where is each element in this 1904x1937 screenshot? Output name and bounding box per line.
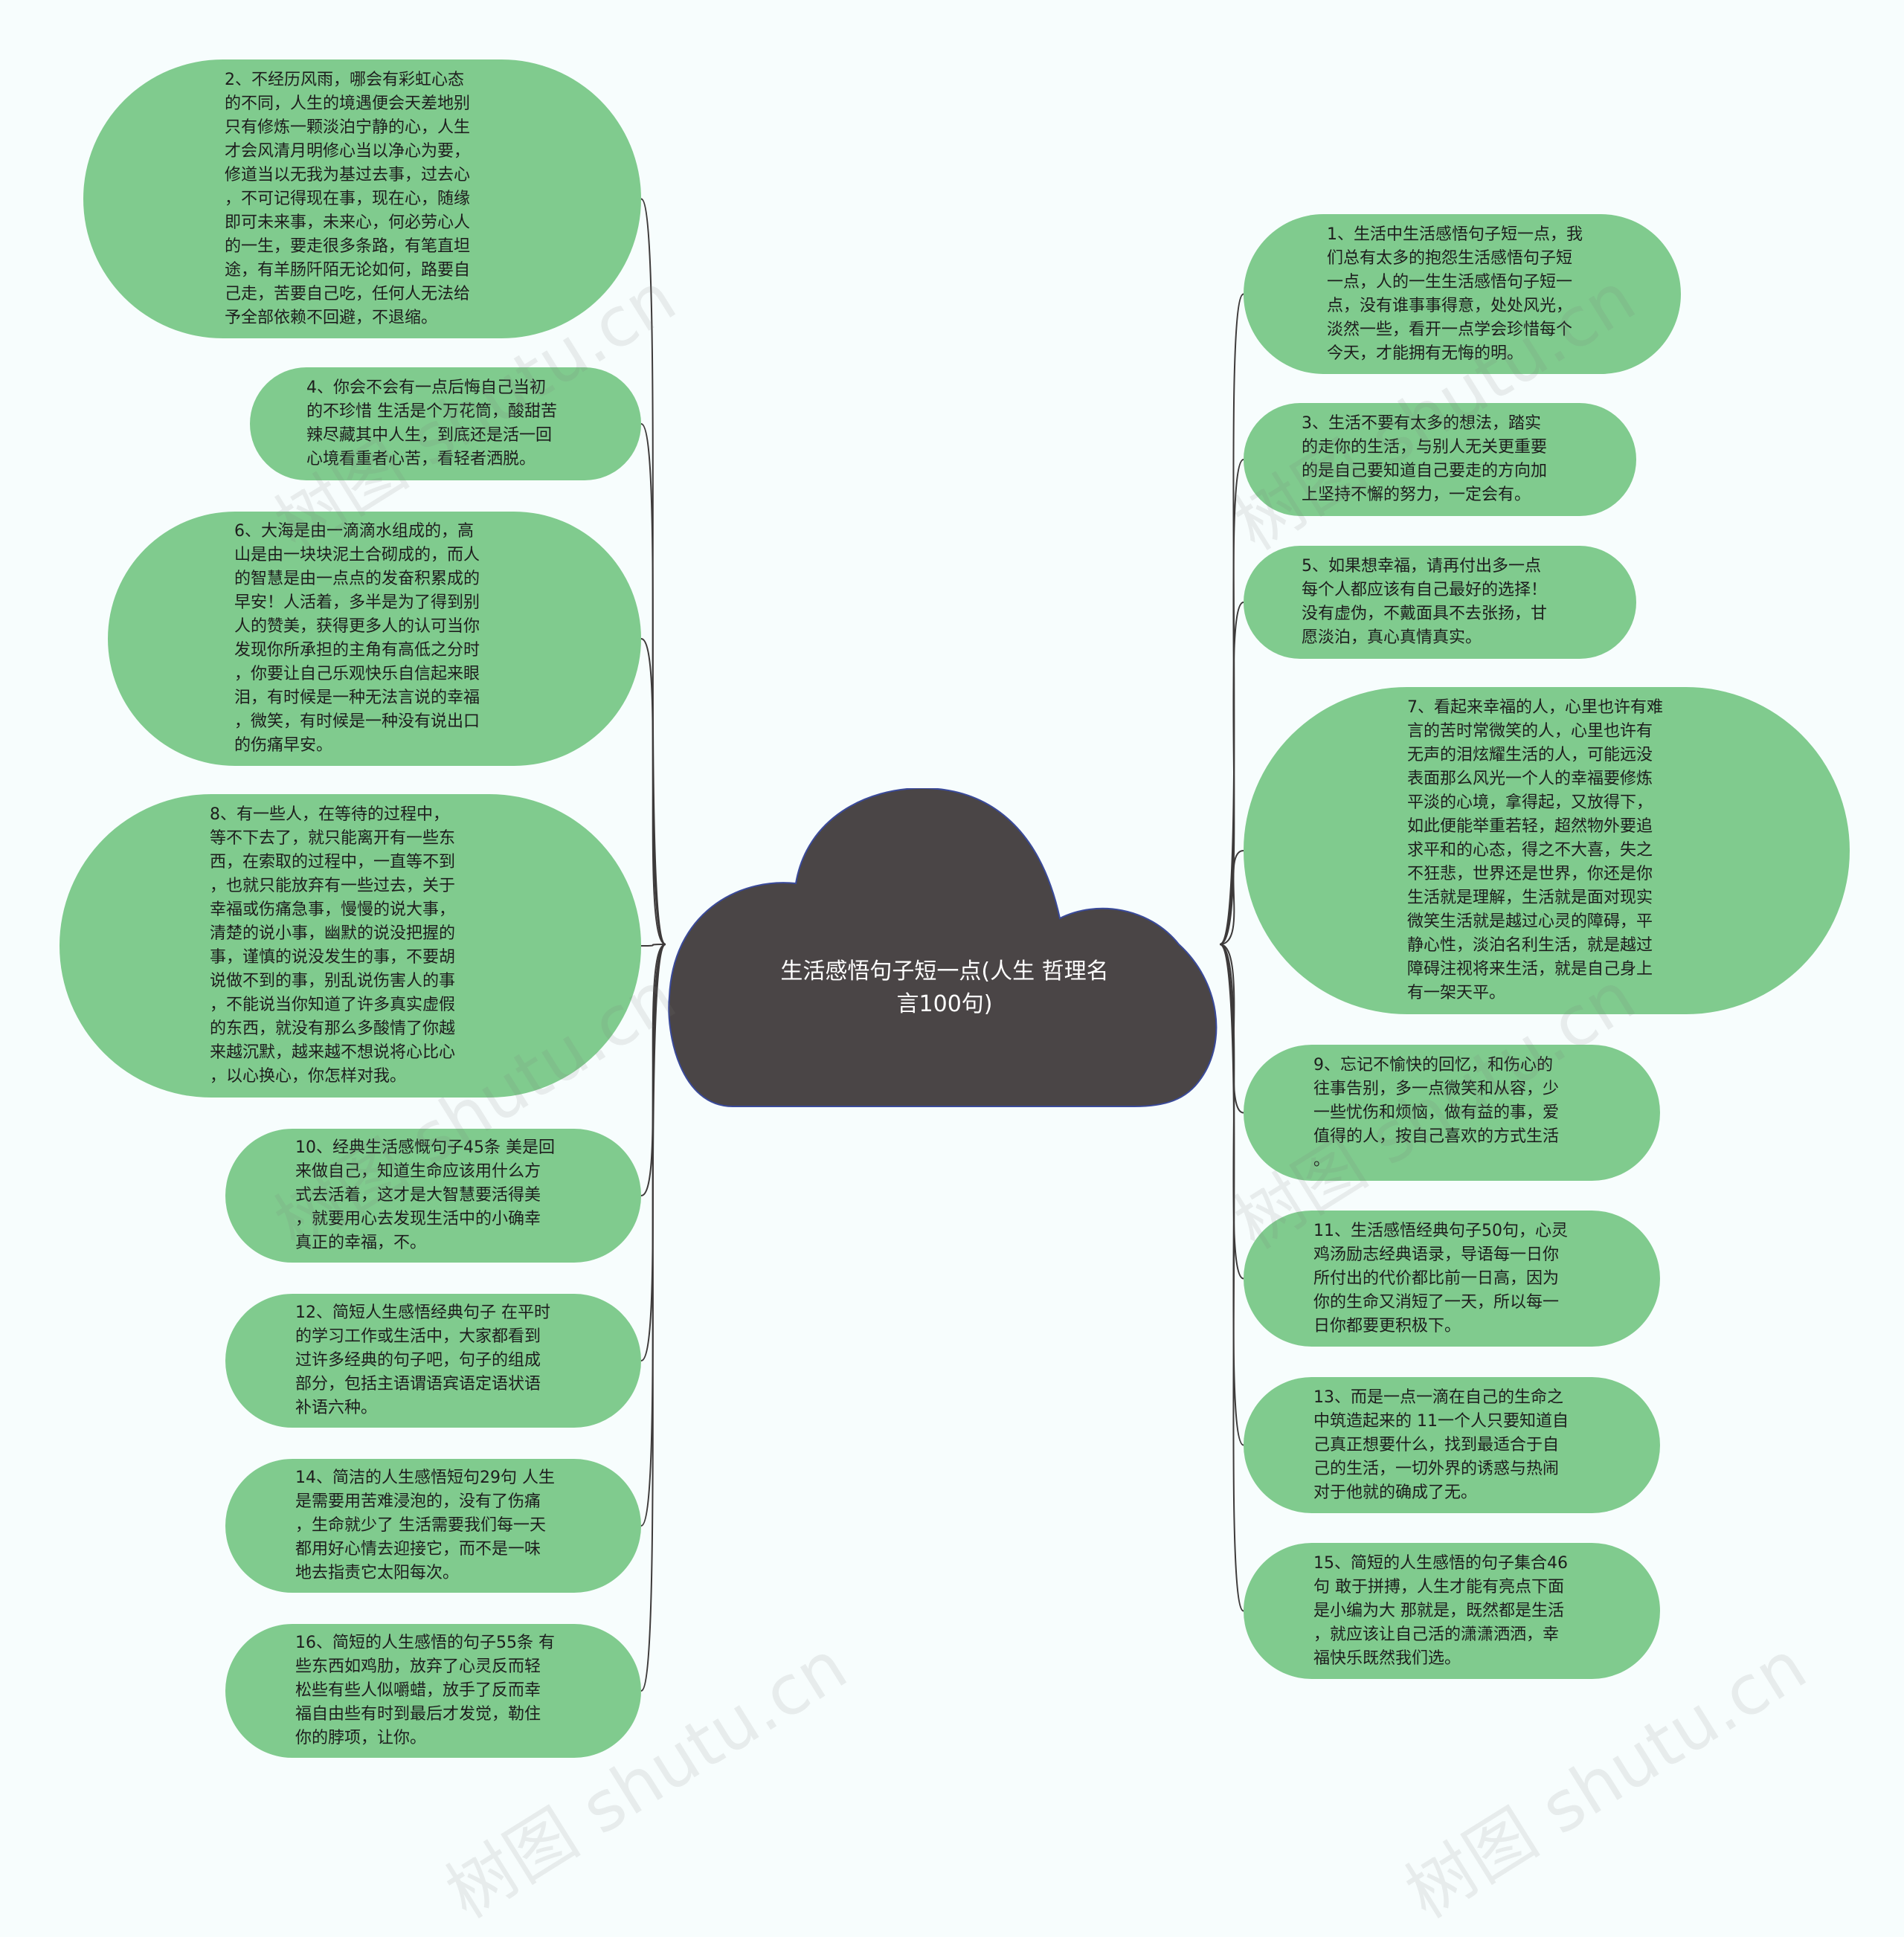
left-node-text: 6、大海是由一滴滴水组成的，高 山是由一块块泥土合砌成的，而人 的智慧是由一点点…	[234, 522, 480, 755]
left-node[interactable]: 14、简洁的人生感悟短句29句 人生 是需要用苦难浸泡的，没有了伤痛 ，生命就少…	[225, 1459, 641, 1593]
right-node-text: 15、简短的人生感悟的句子集合46 句 敢于拼搏，人生才能有亮点下面 是小编为大…	[1313, 1553, 1568, 1668]
right-node[interactable]: 11、生活感悟经典句子50句，心灵 鸡汤励志经典语录，导语每一日你 所付出的代价…	[1244, 1211, 1660, 1347]
left-node[interactable]: 6、大海是由一滴滴水组成的，高 山是由一块块泥土合砌成的，而人 的智慧是由一点点…	[108, 512, 641, 766]
left-node-text: 2、不经历风雨，哪会有彩虹心态 的不同，人生的境遇便会天差地别 只有修炼一颗淡泊…	[225, 70, 471, 327]
connector-lines	[640, 198, 1244, 1692]
central-topic-title: 生活感悟句子短一点(人生 哲理名言100句)	[780, 958, 1109, 1017]
right-node[interactable]: 7、看起来幸福的人，心里也许有难 言的苦时常微笑的人，心里也许有 无声的泪炫耀生…	[1244, 687, 1850, 1014]
left-node[interactable]: 8、有一些人，在等待的过程中， 等不下去了，就只能离开有一些东 西，在索取的过程…	[60, 794, 641, 1098]
right-node[interactable]: 1、生活中生活感悟句子短一点，我 们总有太多的抱怨生活感悟句子短 一点，人的一生…	[1244, 214, 1681, 374]
left-node[interactable]: 2、不经历风雨，哪会有彩虹心态 的不同，人生的境遇便会天差地别 只有修炼一颗淡泊…	[83, 59, 641, 338]
left-node[interactable]: 10、经典生活感慨句子45条 美是回 来做自己，知道生命应该用什么方 式去活着，…	[225, 1129, 641, 1263]
connector-line	[1219, 850, 1244, 945]
right-node-text: 7、看起来幸福的人，心里也许有难 言的苦时常微笑的人，心里也许有 无声的泪炫耀生…	[1407, 698, 1663, 1002]
left-node-text: 10、经典生活感慨句子45条 美是回 来做自己，知道生命应该用什么方 式去活着，…	[295, 1138, 555, 1252]
connector-line	[640, 944, 666, 947]
right-node-text: 13、而是一点一滴在自己的生命之 中筑造起来的 11一个人只要知道自 己真正想要…	[1313, 1388, 1569, 1502]
right-node-text: 11、生活感悟经典句子50句，心灵 鸡汤励志经典语录，导语每一日你 所付出的代价…	[1313, 1221, 1568, 1335]
right-node[interactable]: 5、如果想幸福，请再付出多一点 每个人都应该有自己最好的选择！ 没有虚伪，不戴面…	[1244, 546, 1636, 659]
right-node[interactable]: 3、生活不要有太多的想法，踏实 的走你的生活，与别人无关更重要 的是自己要知道自…	[1244, 403, 1636, 516]
central-topic[interactable]: 生活感悟句子短一点(人生 哲理名言100句)	[666, 787, 1223, 1108]
connector-line	[640, 638, 666, 945]
right-node-text: 3、生活不要有太多的想法，踏实 的走你的生活，与别人无关更重要 的是自己要知道自…	[1302, 414, 1548, 504]
left-node-text: 14、简洁的人生感悟短句29句 人生 是需要用苦难浸泡的，没有了伤痛 ，生命就少…	[295, 1469, 555, 1582]
left-node-text: 12、简短人生感悟经典句子 在平时 的学习工作或生活中，大家都看到 过许多经典的…	[295, 1303, 550, 1417]
connector-line	[640, 423, 666, 945]
left-node-text: 4、你会不会有一点后悔自己当初 的不珍惜 生活是个万花筒，酸甜苦 辣尽藏其中人生…	[306, 378, 557, 468]
right-node-text: 1、生活中生活感悟句子短一点，我 们总有太多的抱怨生活感悟句子短 一点，人的一生…	[1327, 225, 1583, 363]
cloud-shape	[668, 787, 1218, 1107]
left-node[interactable]: 16、简短的人生感悟的句子55条 有 些东西如鸡肋，放弃了心灵反而轻 松些有些人…	[225, 1624, 641, 1758]
left-node-text: 8、有一些人，在等待的过程中， 等不下去了，就只能离开有一些东 西，在索取的过程…	[210, 805, 456, 1086]
left-node[interactable]: 4、你会不会有一点后悔自己当初 的不珍惜 生活是个万花筒，酸甜苦 辣尽藏其中人生…	[250, 367, 641, 480]
connector-line	[1219, 944, 1244, 1612]
right-node[interactable]: 15、简短的人生感悟的句子集合46 句 敢于拼搏，人生才能有亮点下面 是小编为大…	[1244, 1543, 1660, 1679]
left-node[interactable]: 12、简短人生感悟经典句子 在平时 的学习工作或生活中，大家都看到 过许多经典的…	[225, 1294, 641, 1428]
right-node[interactable]: 9、忘记不愉快的回忆，和伤心的 往事告别，多一点微笑和从容，少 一些忧伤和烦恼，…	[1244, 1045, 1660, 1181]
connector-line	[1219, 602, 1244, 945]
left-node-text: 16、简短的人生感悟的句子55条 有 些东西如鸡肋，放弃了心灵反而轻 松些有些人…	[295, 1634, 555, 1747]
connector-line	[640, 944, 666, 1692]
right-node[interactable]: 13、而是一点一滴在自己的生命之 中筑造起来的 11一个人只要知道自 己真正想要…	[1244, 1377, 1660, 1513]
right-node-text: 9、忘记不愉快的回忆，和伤心的 往事告别，多一点微笑和从容，少 一些忧伤和烦恼，…	[1313, 1055, 1560, 1170]
right-node-text: 5、如果想幸福，请再付出多一点 每个人都应该有自己最好的选择！ 没有虚伪，不戴面…	[1302, 557, 1548, 647]
